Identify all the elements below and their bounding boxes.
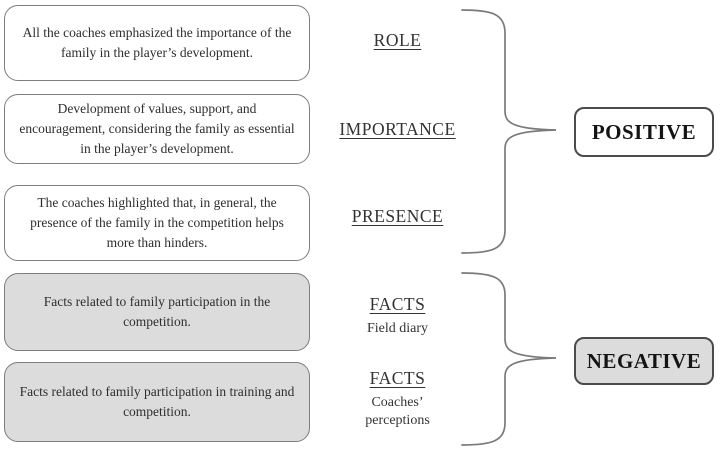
statement-text: The coaches highlighted that, in general… bbox=[30, 194, 284, 251]
category-subtitle: Coaches’ perceptions bbox=[365, 395, 430, 429]
category-subtitle: Field diary bbox=[366, 321, 429, 336]
statement-text: Facts related to family participation in… bbox=[19, 383, 295, 419]
statement-box-presence: The coaches highlighted that, in general… bbox=[4, 185, 310, 261]
category-label-facts-coaches: FACTS Coaches’ perceptions bbox=[330, 368, 465, 430]
statement-box-importance: Development of values, support, and enco… bbox=[4, 94, 310, 164]
category-title: FACTS bbox=[369, 294, 426, 314]
positive-group-brace bbox=[461, 9, 557, 254]
statement-text: Facts related to family participation in… bbox=[43, 293, 271, 329]
category-title: ROLE bbox=[373, 30, 422, 50]
statement-box-role: All the coaches emphasized the importanc… bbox=[4, 5, 310, 81]
statement-text: All the coaches emphasized the importanc… bbox=[22, 24, 292, 60]
statement-box-facts-field-diary: Facts related to family participation in… bbox=[4, 273, 310, 351]
category-title: FACTS bbox=[369, 368, 426, 388]
group-box-negative: NEGATIVE bbox=[574, 337, 714, 385]
category-label-role: ROLE bbox=[330, 30, 465, 51]
group-label: POSITIVE bbox=[591, 119, 697, 144]
category-label-importance: IMPORTANCE bbox=[330, 119, 465, 140]
group-label: NEGATIVE bbox=[586, 348, 702, 373]
group-box-positive: POSITIVE bbox=[574, 107, 714, 157]
negative-group-brace bbox=[461, 272, 557, 446]
category-title: PRESENCE bbox=[351, 206, 444, 226]
category-label-presence: PRESENCE bbox=[330, 206, 465, 227]
category-title: IMPORTANCE bbox=[339, 119, 456, 139]
statement-box-facts-coaches: Facts related to family participation in… bbox=[4, 362, 310, 442]
category-label-facts-field-diary: FACTS Field diary bbox=[330, 294, 465, 338]
statement-text: Development of values, support, and enco… bbox=[19, 100, 295, 157]
